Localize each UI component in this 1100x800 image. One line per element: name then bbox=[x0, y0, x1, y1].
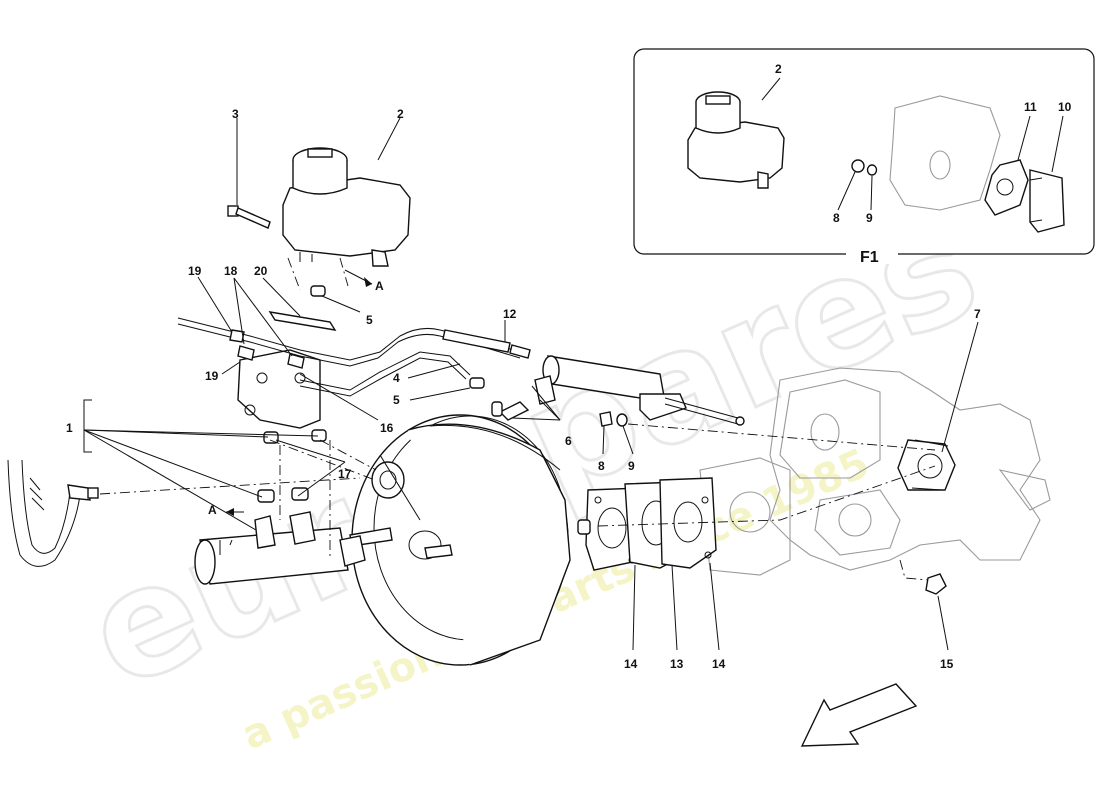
callout-14-left: 14 bbox=[624, 657, 638, 671]
callout-19-upper: 19 bbox=[188, 264, 202, 278]
brake-booster bbox=[349, 414, 571, 666]
callout-7: 7 bbox=[974, 307, 981, 321]
clip-5-upper bbox=[310, 285, 326, 297]
callout-a-upper: A bbox=[375, 279, 384, 293]
gasket-7 bbox=[897, 439, 956, 491]
callout-14-right: 14 bbox=[712, 657, 726, 671]
bulkhead-outline bbox=[699, 367, 1051, 576]
callout-12: 12 bbox=[503, 307, 517, 321]
callout-17: 17 bbox=[338, 467, 352, 481]
callout-20: 20 bbox=[254, 264, 268, 278]
inset-label: F1 bbox=[860, 249, 879, 266]
slave-cylinder bbox=[491, 355, 745, 426]
callout-4: 4 bbox=[393, 371, 400, 385]
spacer-plates bbox=[577, 477, 717, 571]
callout-19-lower: 19 bbox=[205, 369, 219, 383]
callout-13: 13 bbox=[670, 657, 684, 671]
nut-washer-8-9 bbox=[599, 411, 628, 427]
callout-5-upper: 5 bbox=[366, 313, 373, 327]
inset-callout-11: 11 bbox=[1024, 100, 1037, 114]
brake-pipes bbox=[177, 317, 531, 397]
arrows bbox=[226, 269, 373, 516]
inset-f1: F1 2 11 10 8 9 bbox=[633, 48, 1095, 266]
callout-a-lower: A bbox=[208, 503, 217, 517]
callouts: 3 2 19 18 20 5 A 12 19 4 5 16 6 1 17 A 8… bbox=[66, 107, 981, 671]
master-cylinder bbox=[194, 429, 366, 585]
callout-1: 1 bbox=[66, 421, 73, 435]
callout-5-lower: 5 bbox=[393, 393, 400, 407]
brake-hose bbox=[7, 459, 99, 567]
screw-3 bbox=[227, 205, 271, 229]
inset-reservoir bbox=[687, 91, 785, 189]
callout-18: 18 bbox=[224, 264, 238, 278]
nut-15 bbox=[925, 573, 947, 595]
inset-callout-9: 9 bbox=[866, 211, 873, 225]
callout-15: 15 bbox=[940, 657, 954, 671]
leader-lines bbox=[83, 117, 979, 651]
direction-arrow-icon bbox=[800, 683, 918, 747]
brake-fluid-reservoir bbox=[282, 147, 411, 267]
inset-callout-10: 10 bbox=[1058, 100, 1072, 114]
callout-6: 6 bbox=[565, 434, 572, 448]
inset-callout-2: 2 bbox=[775, 62, 782, 76]
callout-3: 3 bbox=[232, 107, 239, 121]
inset-callout-8: 8 bbox=[833, 211, 840, 225]
callout-2: 2 bbox=[397, 107, 404, 121]
callout-16: 16 bbox=[380, 421, 394, 435]
callout-8: 8 bbox=[598, 459, 605, 473]
callout-9: 9 bbox=[628, 459, 635, 473]
bracket-20 bbox=[237, 311, 337, 429]
alignment-lines bbox=[99, 257, 936, 581]
